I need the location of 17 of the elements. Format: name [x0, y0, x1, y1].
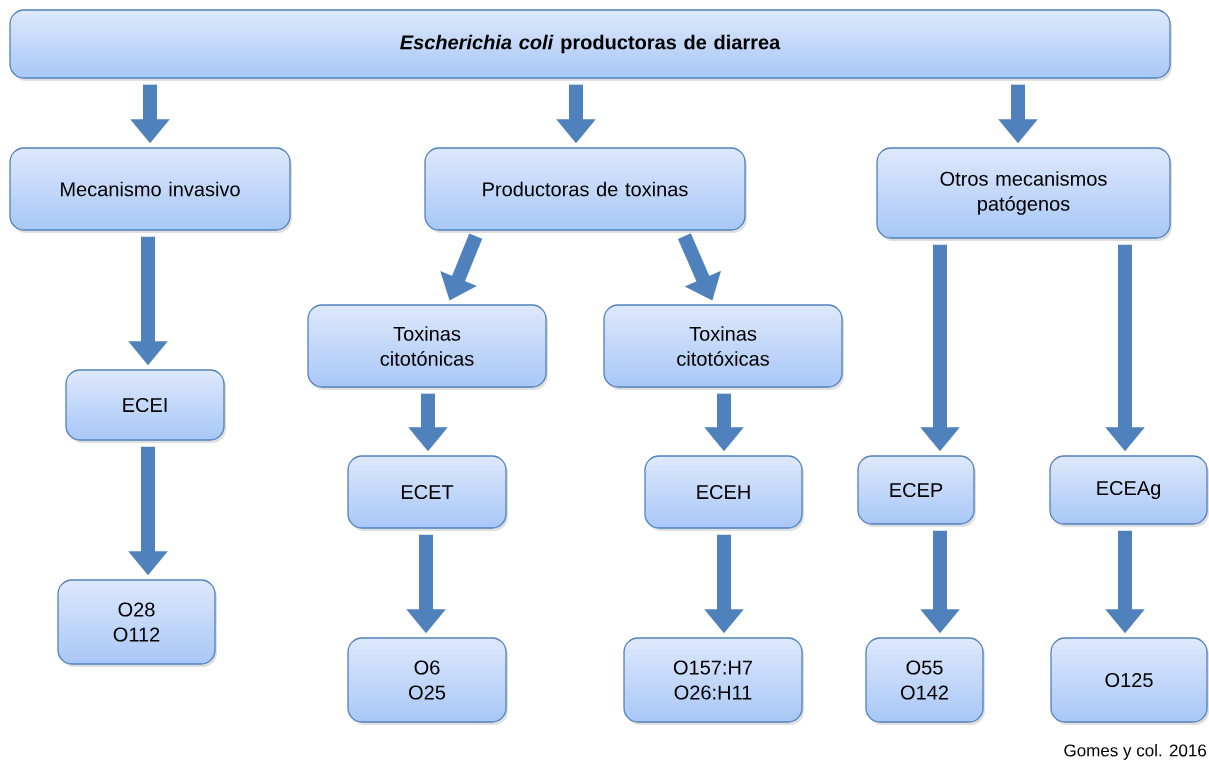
- process-box: ECET: [347, 455, 508, 531]
- process-box: Otros mecanismos patógenos: [876, 147, 1172, 241]
- process-box: ECEH: [644, 455, 804, 531]
- process-box: ECEP: [857, 455, 976, 527]
- process-box: O125: [1050, 637, 1209, 725]
- process-box: Toxinas citotónicas: [307, 304, 548, 390]
- process-box: Productoras de toxinas: [424, 147, 747, 233]
- title-box: Escherichia coli productoras de diarrea: [9, 9, 1172, 81]
- process-box: O28 O112: [57, 579, 217, 667]
- process-box: Toxinas citotóxicas: [603, 304, 844, 390]
- process-box: ECEI: [65, 369, 226, 443]
- process-box: Mecanismo invasivo: [9, 147, 292, 233]
- process-box: ECEAg: [1049, 455, 1209, 527]
- process-box: O55 O142: [865, 637, 985, 725]
- source-note: Gomes y col. 2016: [1064, 743, 1207, 760]
- process-box: O157:H7 O26:H11: [623, 637, 804, 725]
- process-box: O6 O25: [347, 637, 508, 725]
